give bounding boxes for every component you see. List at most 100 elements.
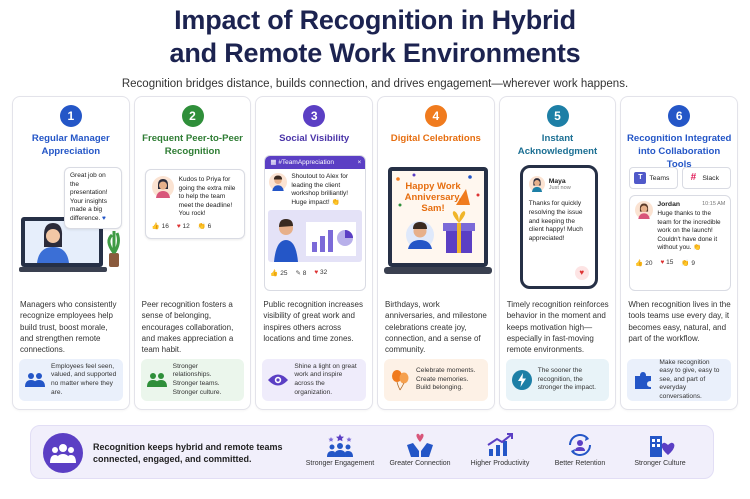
like-reaction[interactable]: 👍 25 (270, 270, 288, 278)
card-footer: Employees feel seen, valued, and support… (19, 359, 123, 401)
card-number: 5 (546, 105, 569, 127)
benefit-culture: Stronger Culture (621, 432, 699, 468)
card-title: Frequent Peer-to-Peer Recognition (142, 133, 243, 157)
clap-icon: 👏 (197, 222, 206, 230)
grid-icon: ▦ (270, 159, 277, 166)
like-reaction[interactable]: 👍 20 (635, 259, 653, 267)
comment-reaction[interactable]: ✎ 8 (295, 270, 307, 278)
thumbs-up-icon: 👍 (635, 259, 644, 267)
celebration-illustration: Happy Work Anniversary, Sam! (384, 161, 493, 301)
phone-frame: Maya Just now Thanks for quickly resolvi… (519, 165, 598, 289)
tools-row: T Teams # Slack (629, 167, 732, 189)
heart-icon: ♥ (314, 269, 319, 277)
peer-message-illustration: Kudos to Priya for going the extra mile … (141, 161, 245, 301)
slack-tool[interactable]: # Slack (682, 167, 732, 189)
card-title: Digital Celebrations (390, 133, 481, 144)
chat-message: Jordan 10:15 AM Huge thanks to the team … (629, 195, 732, 291)
card-footer: The sooner the recognition, the stronger… (505, 359, 610, 401)
card-social-visibility: 3 Social Visibility ▦ #TeamAppreciation … (255, 96, 374, 410)
people-icon (25, 370, 45, 390)
laptop-person-icon (19, 217, 120, 272)
card-title: Regular Manager Appreciation (31, 133, 110, 157)
clap-icon: 👏 (681, 259, 690, 267)
growth-chart-icon (461, 432, 539, 458)
reactions-row: 👍 16 ♥ 12 👏 6 (152, 223, 238, 232)
thumbs-up-icon: 👍 (270, 270, 279, 278)
manager-speech-bubble: Great job on the presentation! Your insi… (64, 167, 122, 229)
team-icon (43, 433, 83, 473)
close-icon[interactable]: × (357, 159, 362, 166)
heart-icon: ♥ (660, 258, 665, 266)
card-description: Peer recognition fosters a sense of belo… (141, 300, 234, 355)
clap-icon: 👏 (693, 244, 702, 252)
slack-icon: # (690, 172, 697, 183)
benefit-productivity: Higher Productivity (461, 432, 539, 468)
benefit-connection: Greater Connection (381, 432, 459, 468)
people-icon (146, 370, 167, 390)
summary-banner: Recognition keeps hybrid and remote team… (30, 425, 714, 479)
card-title: Social Visibility (279, 133, 350, 144)
sender-name: Jordan (657, 201, 681, 208)
card-description: Managers who consistently recognize empl… (20, 300, 117, 355)
avatar (528, 176, 545, 192)
teams-tool[interactable]: T Teams (629, 167, 679, 189)
card-instant-acknowledgment: 5 Instant Acknowledgment Maya Just now T… (498, 96, 617, 410)
card-number: 3 (303, 105, 326, 127)
puzzle-icon (633, 370, 653, 390)
card-footer: Celebrate moments. Create memories. Buil… (384, 359, 488, 401)
manager-laptop-illustration: Great job on the presentation! Your insi… (19, 161, 123, 301)
avatar (269, 173, 288, 191)
clap-icon: 👏 (331, 198, 340, 206)
clap-reaction[interactable]: 👏 9 (681, 259, 695, 267)
eye-icon (268, 370, 289, 390)
card-digital-celebrations: 4 Digital Celebrations Happy Work Annive… (377, 96, 495, 410)
like-reaction[interactable]: 👍 16 (151, 222, 169, 230)
reactions-row: 👍 25 ✎ 8 ♥ 32 (265, 269, 365, 277)
card-title: Instant Acknowledgment (517, 133, 598, 157)
message-time: Just now (548, 184, 571, 191)
card-number: 1 (59, 105, 82, 127)
card-title: Recognition Integrated into Collaboratio… (626, 133, 732, 170)
cards-row: 1 Regular Manager Appreciation Great job… (12, 96, 739, 410)
clap-reaction[interactable]: 👏 6 (197, 222, 212, 230)
heart-reaction[interactable]: ♥ 32 (314, 269, 328, 277)
presenter-chart-icon (268, 210, 363, 263)
card-description: When recognition lives in the tools team… (628, 300, 731, 343)
card-collaboration-tools: 6 Recognition Integrated into Collaborat… (620, 96, 739, 410)
social-post: ▦ #TeamAppreciation × Shoutout to Alex f… (264, 155, 367, 291)
phone-message-illustration: Maya Just now Thanks for quickly resolvi… (506, 161, 610, 301)
card-footer: Make recognition easy to give, easy to s… (627, 359, 732, 401)
heart-icon: ♥ (102, 214, 106, 222)
heart-reaction[interactable]: ♥ 15 (660, 258, 674, 266)
avatar (151, 176, 174, 198)
comment-icon: ✎ (295, 270, 301, 278)
hands-heart-icon (381, 432, 459, 458)
lightning-icon (511, 370, 532, 390)
balloons-icon (390, 370, 410, 391)
heart-icon: ♥ (176, 222, 181, 230)
page-title: Impact of Recognition in Hybrid and Remo… (169, 5, 581, 68)
card-peer-recognition: 2 Frequent Peer-to-Peer Recognition Kudo… (133, 96, 252, 410)
heart-reaction[interactable]: ♥ 12 (176, 222, 190, 230)
benefit-retention: Better Retention (541, 432, 619, 468)
card-number: 2 (181, 105, 204, 127)
card-description: Birthdays, work anniversaries, and miles… (385, 300, 487, 355)
anniversary-message: Happy Work Anniversary, Sam! (404, 181, 462, 214)
banner-message: Recognition keeps hybrid and remote team… (93, 442, 283, 464)
collaboration-tools-illustration: T Teams # Slack Jordan 10:15 AM (627, 161, 732, 301)
channel-header: ▦ #TeamAppreciation × (265, 156, 366, 169)
message-text: Thanks for quickly resolving the issue a… (528, 200, 583, 243)
card-description: Timely recognition reinforces behavior i… (506, 300, 609, 355)
heart-icon[interactable]: ♥ (574, 266, 589, 280)
person-cycle-icon (541, 432, 619, 458)
people-stars-icon (301, 432, 379, 458)
card-footer: Stronger relationships. Stronger teams. … (140, 359, 245, 401)
sender-name: Maya (548, 177, 566, 185)
page-subtitle: Recognition bridges distance, builds con… (121, 78, 629, 90)
card-number: 6 (668, 105, 691, 127)
reactions-row: 👍 20 ♥ 15 👏 9 (635, 259, 725, 267)
social-feed-illustration: ▦ #TeamAppreciation × Shoutout to Alex f… (262, 155, 367, 301)
avatar (635, 201, 654, 219)
card-manager-appreciation: 1 Regular Manager Appreciation Great job… (12, 96, 130, 410)
laptop-celebration-icon (384, 167, 493, 274)
